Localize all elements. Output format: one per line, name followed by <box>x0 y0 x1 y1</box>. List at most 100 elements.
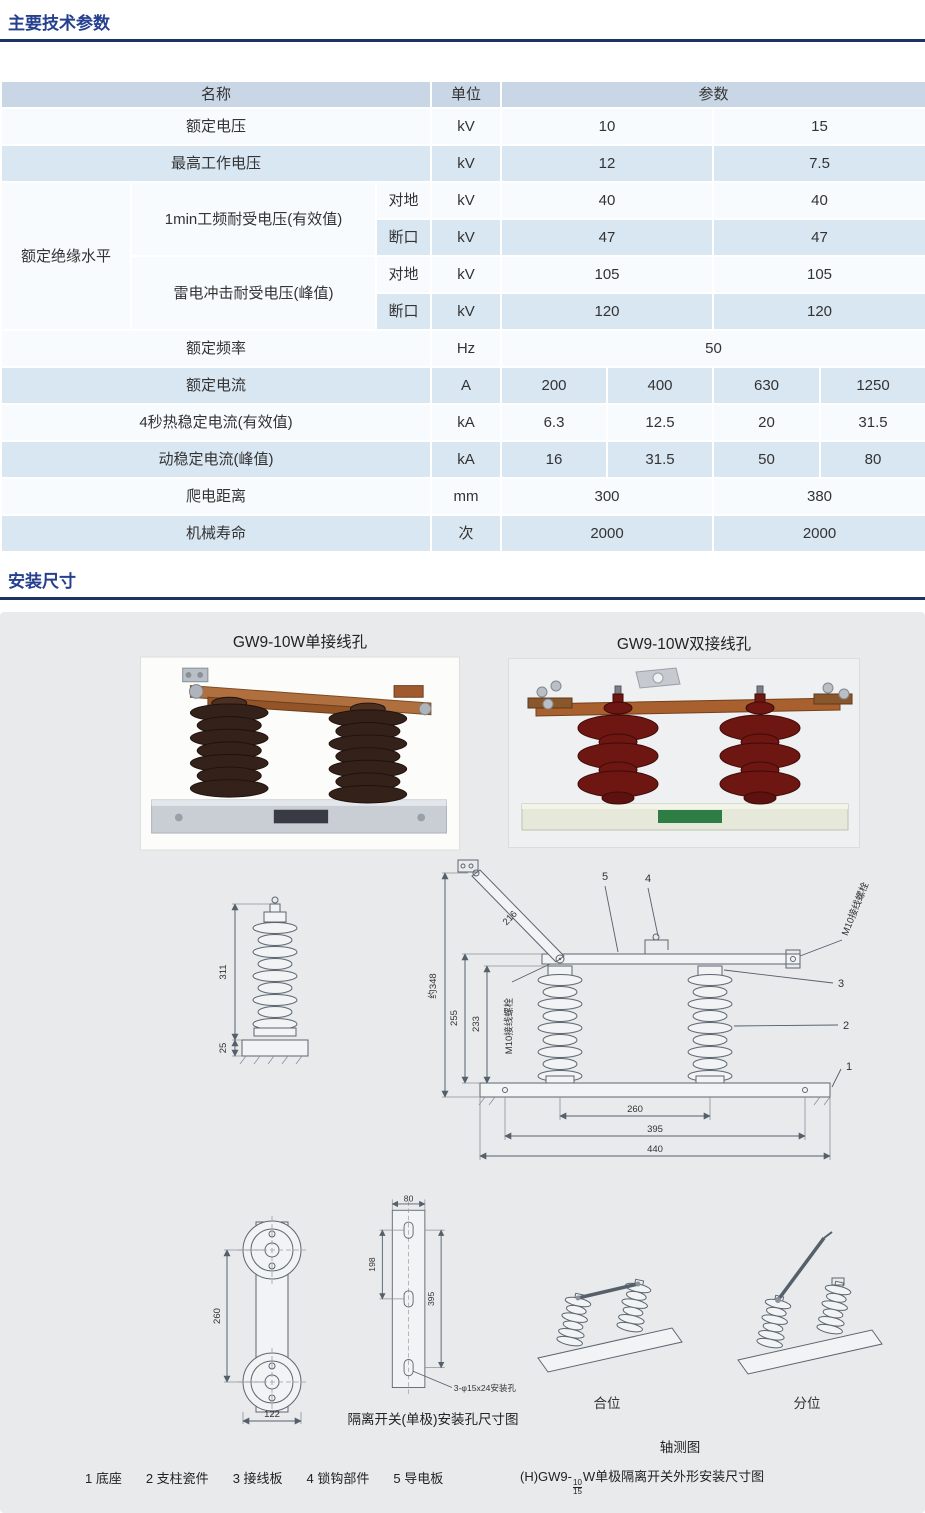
row-impulse-ground: 雷电冲击耐受电压(峰值) 对地 kV 105 105 <box>1 255 925 331</box>
cell-value: 12.5 <box>606 403 714 442</box>
horizontal-dimensions: 260 395 440 <box>479 1097 831 1160</box>
row-current: 额定电流 A 200 400 630 1250 <box>0 366 925 405</box>
cell-name: 最高工作电压 <box>0 144 432 183</box>
legend-item: 2 支柱瓷件 <box>145 1471 209 1486</box>
cell-unit: kV <box>430 144 502 183</box>
bottom-flange <box>238 1348 306 1416</box>
photo-caption-double: GW9-10W双接线孔 <box>616 636 752 653</box>
cell-value: 2000 <box>500 514 714 553</box>
cell-value: 15 <box>711 107 925 146</box>
axonometric-drawing: 合位 分位 <box>537 1231 883 1411</box>
row-rated-voltage: 额定电压 kV 10 15 <box>0 107 925 146</box>
col-header-param: 参数 <box>499 80 925 109</box>
cell-value: 105 <box>500 255 714 294</box>
cell-unit: A <box>430 366 502 405</box>
dim-311: 311 <box>218 964 229 979</box>
cell-to-ground: 对地 <box>375 181 432 220</box>
cell-value: 7.5 <box>711 144 925 183</box>
cell-value: 16 <box>500 440 608 479</box>
callout-2: 2 <box>843 1020 849 1032</box>
cell-insulation-group: 额定绝缘水平 <box>0 181 132 331</box>
row-impulse-break: 断口 kV 120 120 <box>1 292 925 331</box>
callout-4: 4 <box>645 873 651 885</box>
cell-break: 断口 <box>375 292 432 331</box>
row-powerfreq-ground: 额定绝缘水平 1min工频耐受电压(有效值) 对地 kV 40 40 <box>0 181 925 331</box>
cell-unit: 次 <box>430 514 502 553</box>
switch-assembly-drawing: 216 <box>457 859 831 1106</box>
cell-unit: kV <box>430 255 502 294</box>
insulator-stack <box>328 702 408 804</box>
legend-item: 3 接线板 <box>232 1471 283 1486</box>
cell-value: 31.5 <box>606 440 714 479</box>
insulator-stack <box>189 696 269 798</box>
parameters-table: 名称 单位 参数 额定电压 kV 10 15 最高工作电压 kV 12 7.5 … <box>0 80 925 553</box>
row-max-voltage: 最高工作电压 kV 12 7.5 <box>0 144 925 183</box>
col-header-unit: 单位 <box>430 80 502 109</box>
axono-closed <box>537 1276 683 1373</box>
cell-name: 额定电压 <box>0 107 432 146</box>
cell-value: 1250 <box>818 366 925 405</box>
cell-value: 50 <box>499 329 925 368</box>
mounting-caption: 隔离开关(单极)安装孔尺寸图 <box>347 1412 519 1427</box>
base-plate <box>521 803 849 831</box>
cell-unit: Hz <box>430 329 502 368</box>
section-rule <box>0 39 925 42</box>
dim-440: 440 <box>647 1144 663 1155</box>
legend-item: 5 导电板 <box>393 1471 444 1486</box>
dim-25: 25 <box>218 1043 229 1054</box>
axono-open <box>737 1231 883 1375</box>
cell-value: 12 <box>500 144 714 183</box>
dim-122: 122 <box>264 1409 280 1420</box>
cell-name: 额定频率 <box>0 329 432 368</box>
cell-name: 额定电流 <box>0 366 432 405</box>
cell-value: 2000 <box>711 514 925 553</box>
section-title-parameters: 主要技术参数 <box>8 14 110 33</box>
cell-value: 200 <box>500 366 608 405</box>
cell-impulse-label: 雷电冲击耐受电压(峰值) <box>130 255 377 331</box>
cell-to-ground: 对地 <box>375 255 432 294</box>
parts-legend: 1 底座 2 支柱瓷件 3 接线板 4 锁钩部件 5 导电板 <box>85 1468 443 1487</box>
cell-value: 105 <box>711 255 925 294</box>
cell-value: 80 <box>818 440 925 479</box>
section-rule <box>0 597 925 600</box>
table-header-row: 名称 单位 参数 <box>0 80 925 109</box>
section-title-install: 安装尺寸 <box>8 572 76 591</box>
callout-1: 1 <box>846 1061 852 1073</box>
bolt-label-right: M10接线螺栓 <box>839 880 871 937</box>
figures-panel: GW9-10W单接线孔 GW9-10W双接线孔 <box>0 612 925 1513</box>
dim-260: 260 <box>627 1104 643 1115</box>
cell-value: 31.5 <box>818 403 925 442</box>
cell-powerfreq-label: 1min工频耐受电压(有效值) <box>130 181 377 257</box>
axonometric-caption: 轴测图 <box>659 1440 701 1455</box>
cell-name: 动稳定电流(峰值) <box>0 440 432 479</box>
dim-395: 395 <box>647 1124 663 1135</box>
dim-260: 260 <box>212 1308 223 1324</box>
dim-198: 198 <box>367 1257 377 1272</box>
hole-note: 3-φ15x24安装孔 <box>454 1382 517 1393</box>
figure-caption-prefix: (H)GW9- <box>520 1469 572 1484</box>
row-thermal: 4秒热稳定电流(有效值) kA 6.3 12.5 20 31.5 <box>0 403 925 442</box>
cell-unit: kV <box>430 181 502 220</box>
dim-255: 255 <box>449 1010 460 1026</box>
row-dynamic: 动稳定电流(峰值) kA 16 31.5 50 80 <box>0 440 925 479</box>
cell-unit: kV <box>430 292 502 331</box>
cell-name: 爬电距离 <box>0 477 432 516</box>
cell-value: 10 <box>500 107 714 146</box>
top-flange <box>238 1216 306 1284</box>
cell-name: 4秒热稳定电流(有效值) <box>0 403 432 442</box>
cell-value: 47 <box>711 218 925 257</box>
callout-5: 5 <box>602 871 608 883</box>
label-open-position: 分位 <box>794 1396 821 1411</box>
cell-unit: kV <box>430 107 502 146</box>
row-creepage: 爬电距离 mm 300 380 <box>0 477 925 516</box>
product-photo-double <box>508 658 860 848</box>
label-closed-position: 合位 <box>594 1396 621 1411</box>
dim-80: 80 <box>404 1194 414 1203</box>
vertical-dimensions: 约348 255 233 <box>427 872 548 1098</box>
callout-3: 3 <box>838 978 844 990</box>
cell-value: 50 <box>712 440 821 479</box>
cell-value: 20 <box>712 403 821 442</box>
cell-value: 400 <box>606 366 714 405</box>
